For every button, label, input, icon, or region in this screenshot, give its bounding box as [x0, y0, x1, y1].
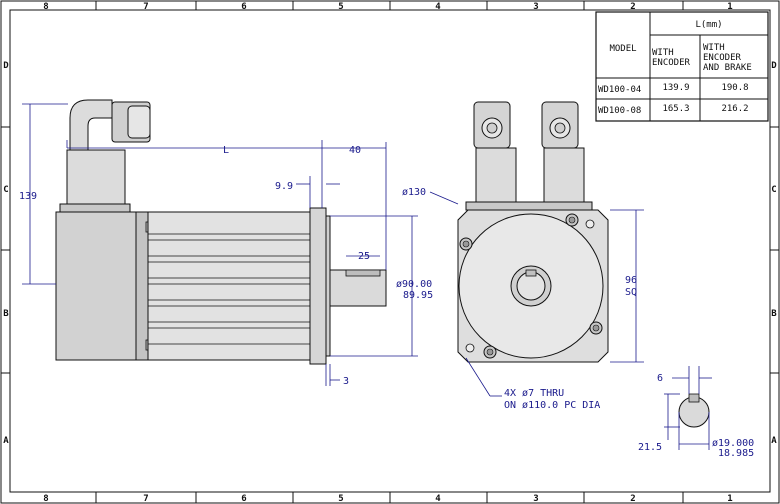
shaft-section-detail: 6 21.5 ø19.000 18.985 — [638, 366, 760, 459]
table-cell-with-encoder-brake: 190.8 — [721, 83, 748, 93]
dim-shaft-key-height: 21.5 — [638, 442, 662, 453]
zone-col-label: 2 — [630, 2, 635, 12]
zone-row-label: A — [3, 436, 9, 446]
zone-col-label: 4 — [435, 2, 441, 12]
dim-key-width: 6 — [657, 373, 663, 384]
side-view-dimensions: L 40 139 9.9 25 ø90.00 89.95 3 — [19, 103, 438, 387]
zone-col-label: 1 — [727, 494, 732, 504]
table-cell-model: WD100-04 — [598, 85, 641, 95]
dim-bolt-circle: ø130 — [402, 187, 426, 198]
zone-row-label: C — [771, 185, 776, 195]
table-header-length: L(mm) — [695, 20, 722, 30]
zone-col-label: 7 — [143, 2, 148, 12]
table-header-with-encoder-brake: WITH ENCODER AND BRAKE — [703, 43, 752, 73]
motor-front-view — [457, 101, 609, 363]
zone-col-label: 8 — [43, 2, 48, 12]
zone-col-label: 2 — [630, 494, 635, 504]
zone-col-label: 5 — [338, 494, 343, 504]
table-cell-with-encoder-brake: 216.2 — [721, 104, 748, 114]
zone-row-label: A — [771, 436, 777, 446]
dim-flange-square: 96 SQ — [625, 275, 643, 298]
zone-col-label: 4 — [435, 494, 441, 504]
motor-side-view — [55, 99, 387, 365]
zone-row-label: D — [3, 61, 9, 71]
table-cell-with-encoder: 165.3 — [662, 104, 689, 114]
zone-col-label: 5 — [338, 2, 343, 12]
zone-col-label: 6 — [241, 2, 246, 12]
dim-flange-to-end: 40 — [349, 145, 361, 156]
zone-col-label: 3 — [533, 494, 538, 504]
zone-row-label: D — [771, 61, 777, 71]
table-cell-model: WD100-08 — [598, 106, 641, 116]
dim-pilot-depth: 3 — [343, 376, 349, 387]
zone-row-label: B — [771, 309, 777, 319]
zone-col-label: 3 — [533, 2, 538, 12]
dim-shaft-key-length: 25 — [358, 251, 370, 262]
zone-col-label: 8 — [43, 494, 48, 504]
dim-overall-length: L — [223, 145, 229, 156]
zone-row-label: C — [3, 185, 8, 195]
table-header-model: MODEL — [609, 44, 636, 54]
dim-pilot-dia: ø90.00 89.95 — [396, 279, 438, 301]
dim-flange-thickness: 9.9 — [275, 181, 293, 192]
model-length-table: L(mm) MODEL WITH ENCODER WITH ENCODER AN… — [595, 11, 769, 122]
table-cell-with-encoder: 139.9 — [662, 83, 689, 93]
zone-row-label: B — [3, 309, 9, 319]
dim-shaft-dia: ø19.000 18.985 — [712, 438, 760, 459]
zone-col-label: 1 — [727, 2, 732, 12]
front-view-dimensions: ø130 96 SQ 4X ø7 THRU ON ø110.0 PC DIA — [402, 187, 644, 411]
table-header-with-encoder: WITH ENCODER — [652, 48, 691, 68]
zone-col-label: 6 — [241, 494, 246, 504]
dim-holes-note: 4X ø7 THRU ON ø110.0 PC DIA — [504, 388, 600, 411]
zone-col-label: 7 — [143, 494, 148, 504]
dim-height: 139 — [19, 191, 37, 202]
